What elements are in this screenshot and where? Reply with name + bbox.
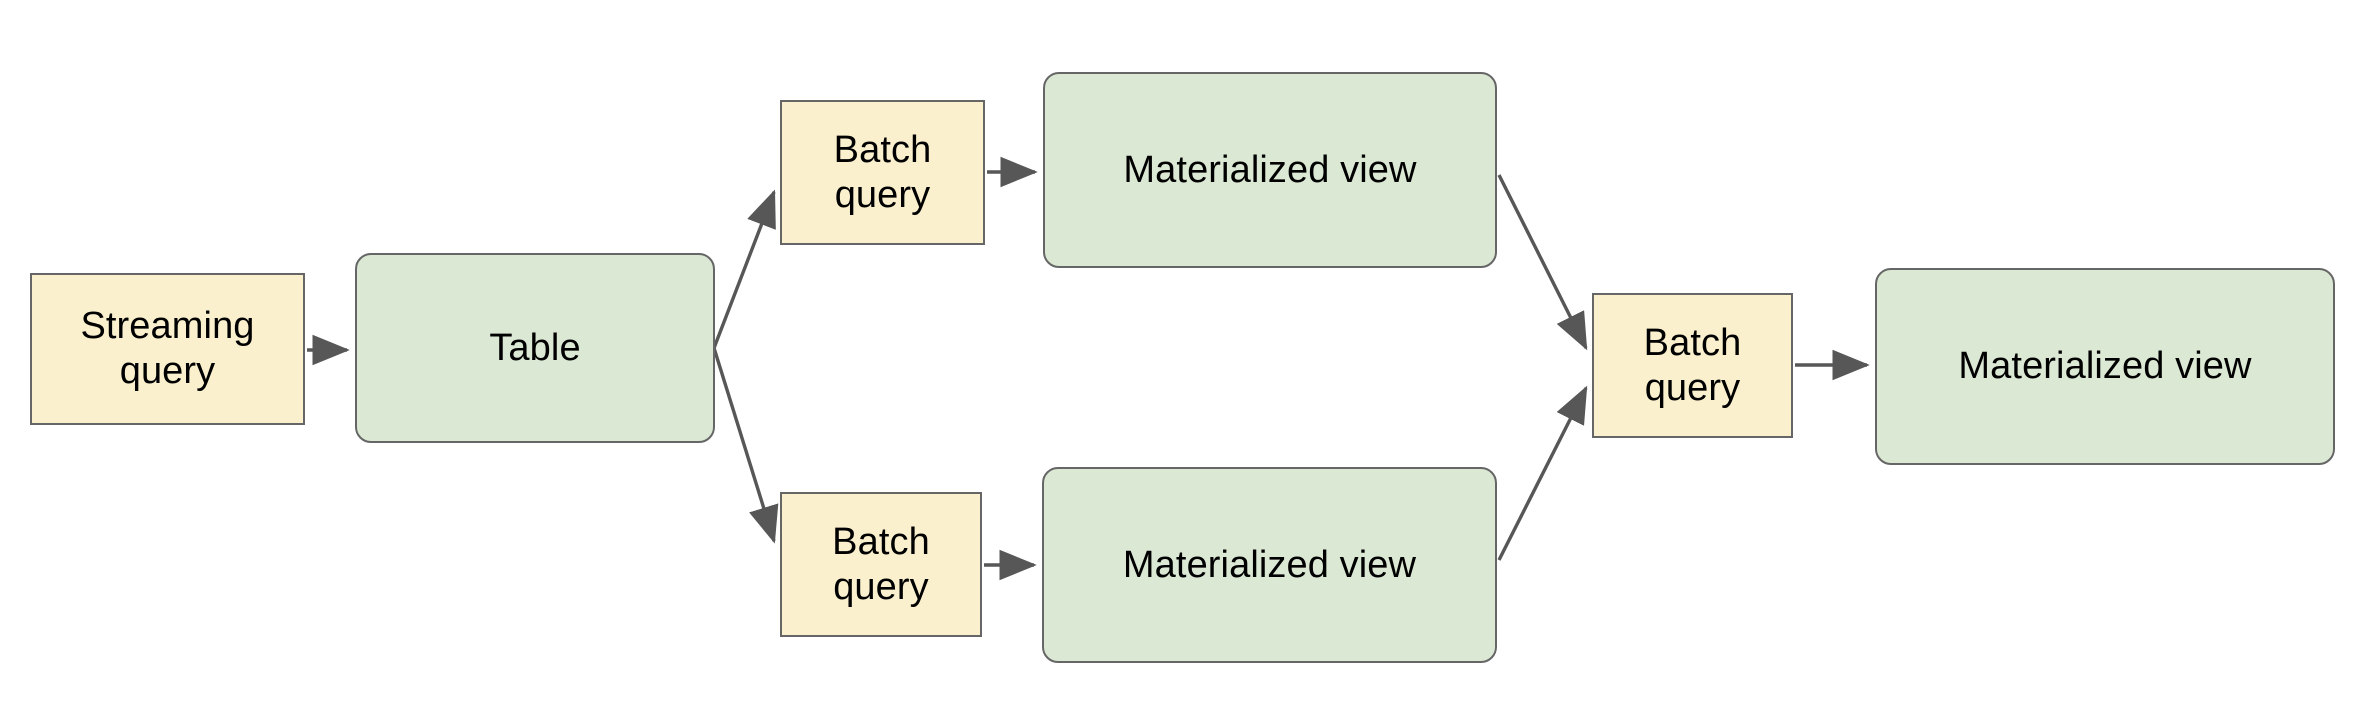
node-batch-query-join[interactable]: Batch query: [1592, 293, 1793, 438]
node-materialized-view-top[interactable]: Materialized view: [1043, 72, 1497, 268]
node-label-materialized-view-final: Materialized view: [1958, 345, 2252, 388]
node-label-batch-query-join: Batch query: [1643, 321, 1742, 409]
node-label-table: Table: [489, 326, 581, 369]
node-label-batch-query-top: Batch query: [833, 128, 932, 216]
edge-table-to-batch-bottom: [712, 347, 779, 544]
edge-mv-top-to-batch-join: [1497, 174, 1588, 351]
node-table[interactable]: Table: [355, 253, 715, 443]
node-materialized-view-bottom[interactable]: Materialized view: [1042, 467, 1497, 663]
node-label-materialized-view-bottom: Materialized view: [1122, 543, 1417, 586]
node-materialized-view-final[interactable]: Materialized view: [1875, 268, 2335, 465]
node-batch-query-top[interactable]: Batch query: [780, 100, 985, 245]
node-batch-query-bottom[interactable]: Batch query: [780, 492, 982, 637]
node-streaming-query[interactable]: Streaming query: [30, 273, 305, 425]
node-label-batch-query-bottom: Batch query: [832, 520, 930, 608]
edge-table-to-batch-top: [712, 189, 776, 349]
node-label-streaming-query: Streaming query: [80, 305, 255, 392]
edge-mv-bottom-to-batch-join: [1497, 385, 1588, 561]
node-label-materialized-view-top: Materialized view: [1123, 148, 1417, 191]
